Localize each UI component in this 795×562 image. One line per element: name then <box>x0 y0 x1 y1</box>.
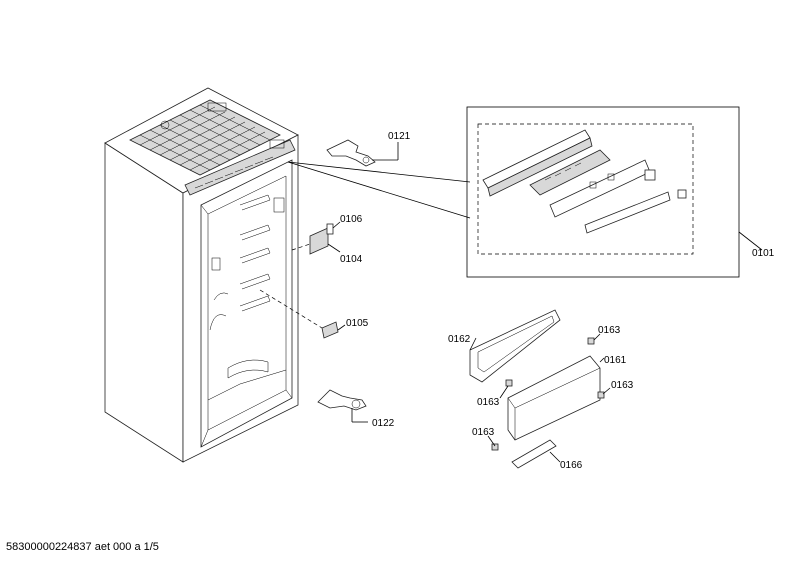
control-module-detail <box>466 106 740 278</box>
leader-line-0101 <box>287 161 471 183</box>
label-0163-top: 0163 <box>598 325 621 336</box>
lower-hinge <box>317 389 367 411</box>
leader-line-0101-b <box>287 161 471 219</box>
refrigerator-cabinet <box>104 87 299 463</box>
label-0121: 0121 <box>388 131 411 142</box>
label-0101: 0101 <box>752 248 775 259</box>
cover-plate <box>309 223 334 255</box>
top-grille <box>129 99 296 196</box>
label-0166: 0166 <box>560 460 583 471</box>
label-0161: 0161 <box>604 355 627 366</box>
label-0104: 0104 <box>340 254 363 265</box>
label-0162: 0162 <box>448 334 471 345</box>
drawer-handle-0166 <box>511 439 557 469</box>
upper-hinge <box>326 139 376 167</box>
document-id-footer: 58300000224837 aet 000 a 1/5 <box>6 541 159 553</box>
drawer-front-0161 <box>507 355 601 441</box>
label-0163-bottom: 0163 <box>472 427 495 438</box>
label-0163-left: 0163 <box>477 397 500 408</box>
shelf-rails <box>211 194 285 312</box>
label-0163-right: 0163 <box>611 380 634 391</box>
label-0106: 0106 <box>340 214 363 225</box>
small-bracket <box>321 321 339 339</box>
leader-0101 <box>738 231 763 251</box>
label-0105: 0105 <box>346 318 369 329</box>
clips-0163 <box>491 337 605 451</box>
label-0122: 0122 <box>372 418 395 429</box>
drawer-frame-0162 <box>469 309 561 383</box>
